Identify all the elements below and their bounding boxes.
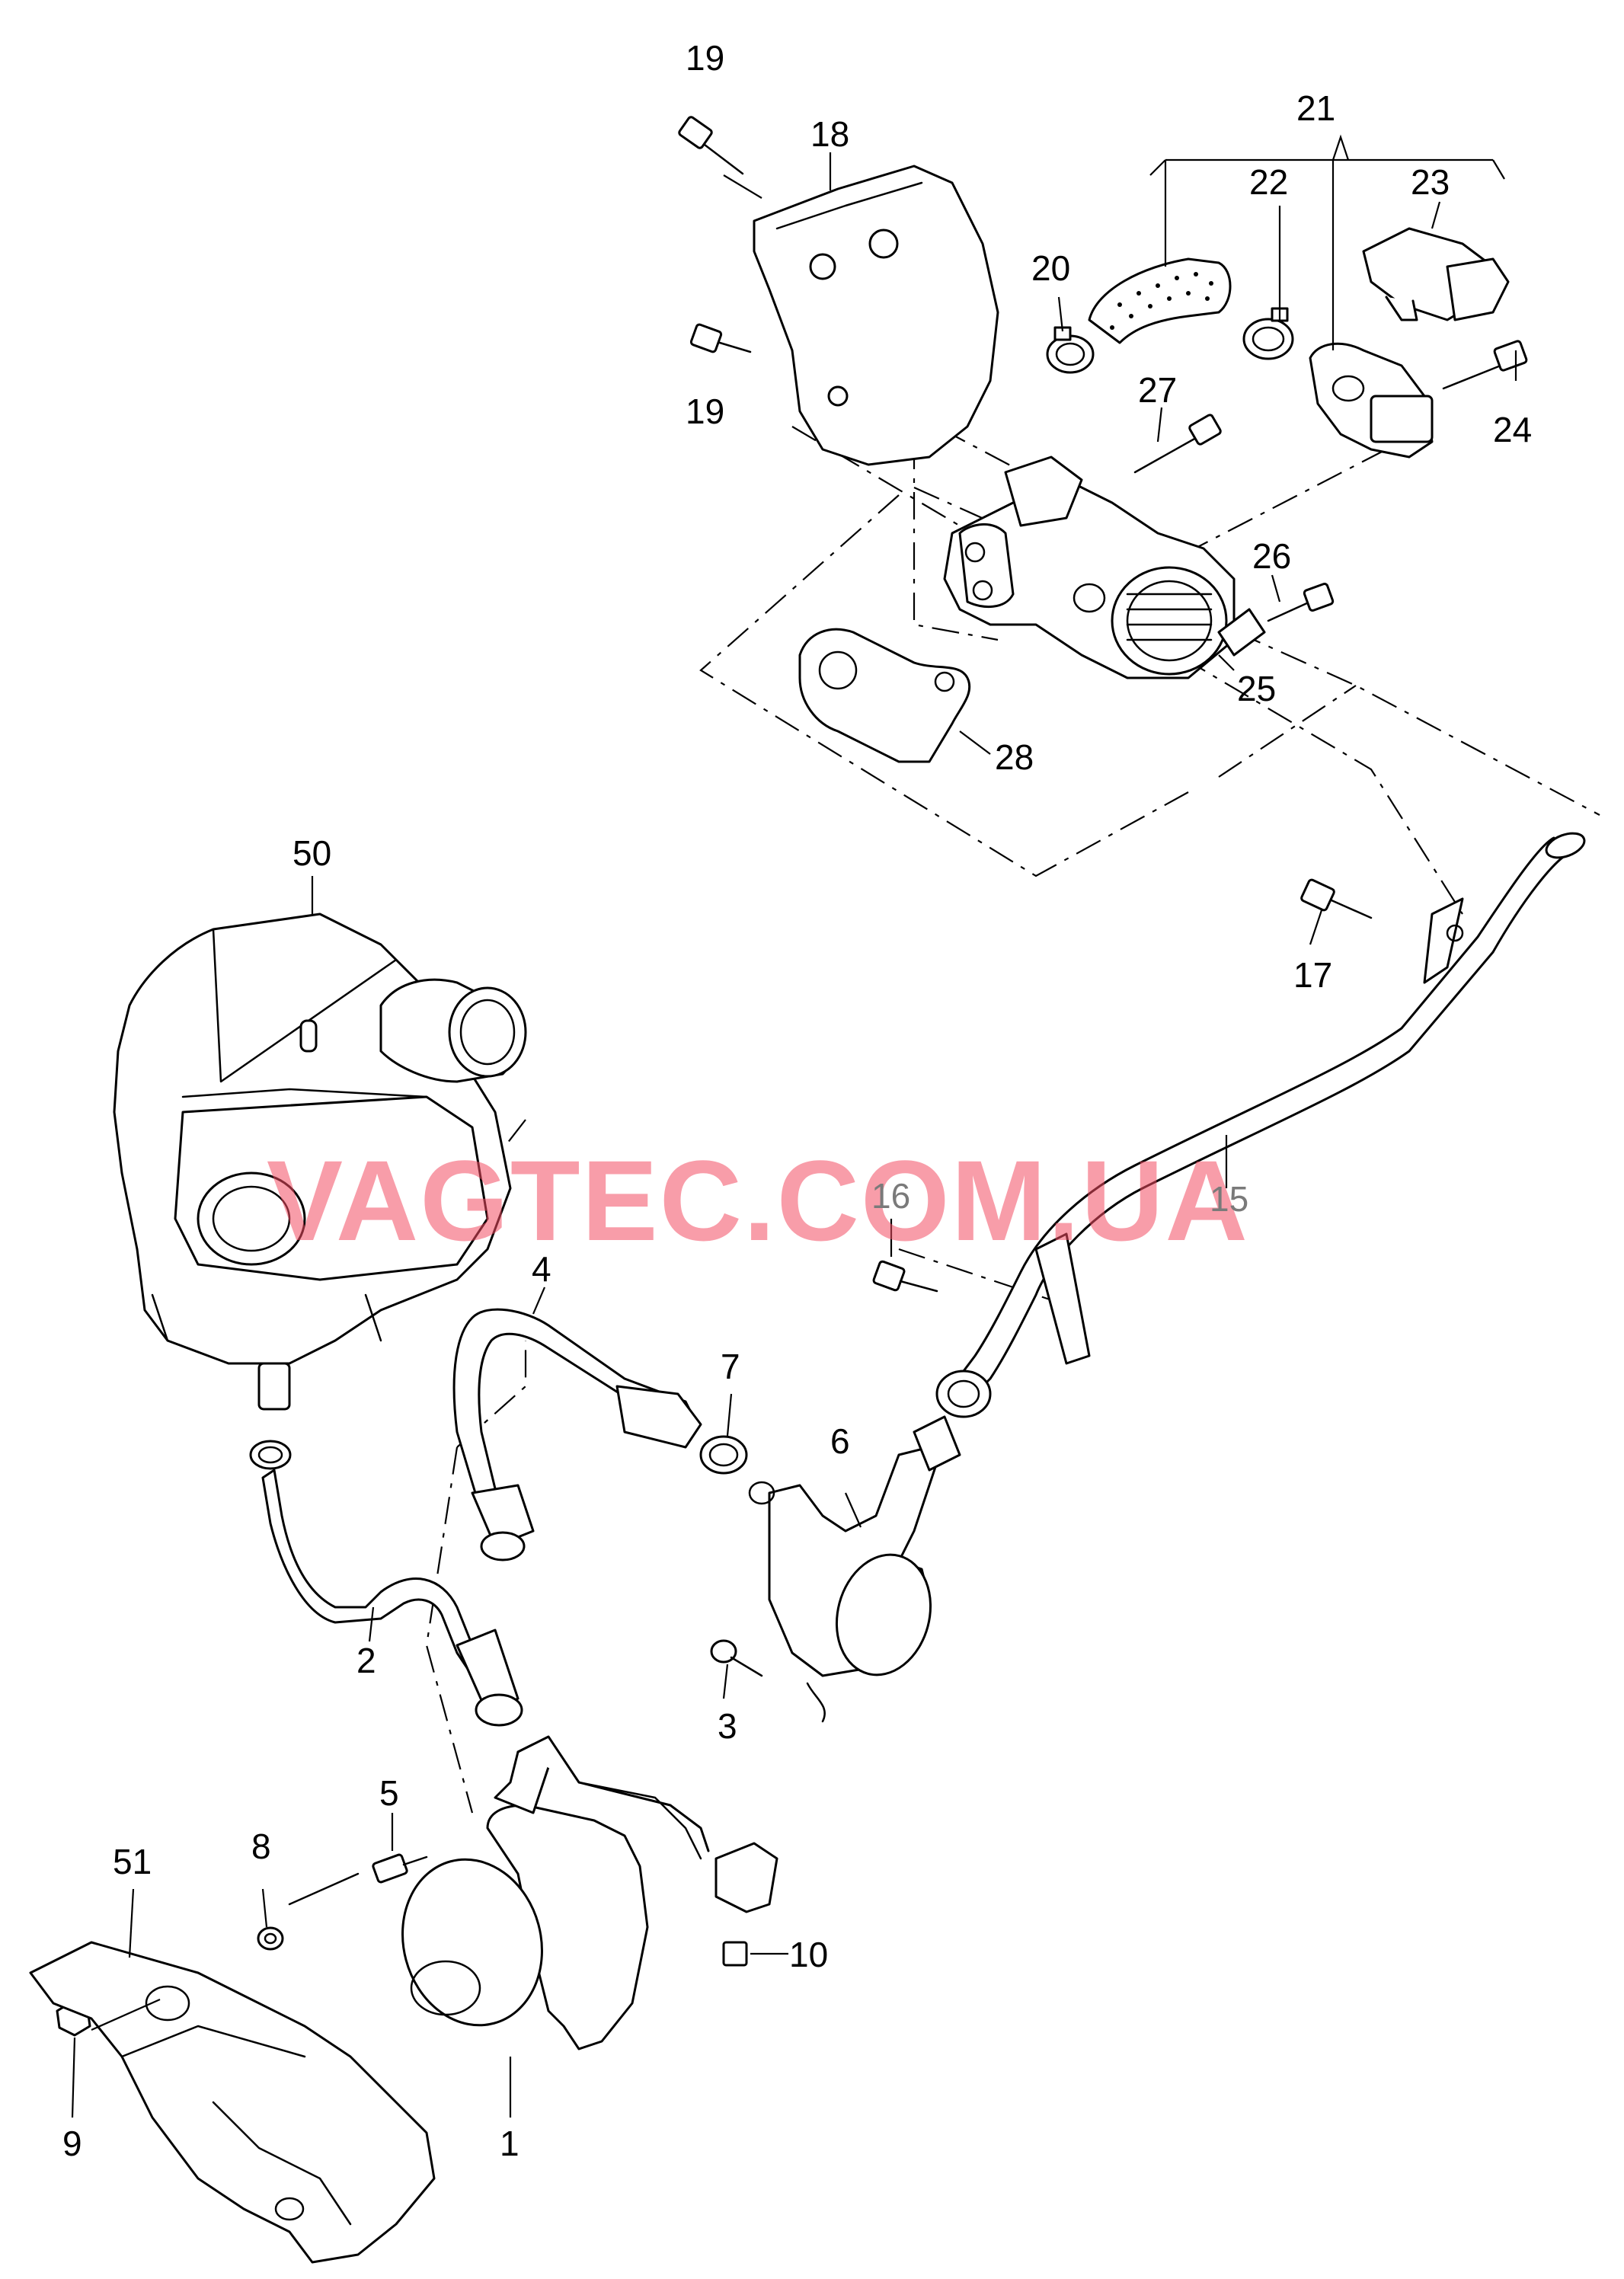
callout-25: 25 — [1237, 669, 1276, 708]
bolt-24[interactable] — [1442, 340, 1528, 390]
hose-clamp-22[interactable] — [1242, 307, 1294, 360]
callout-51: 51 — [113, 1842, 152, 1881]
callout-2: 2 — [356, 1641, 376, 1680]
hose-perforation — [1110, 272, 1213, 330]
callout-6: 6 — [830, 1421, 850, 1461]
bolt-16[interactable] — [872, 1260, 938, 1293]
flange-with-gasket-21[interactable] — [1309, 342, 1434, 459]
callout-27: 27 — [1138, 370, 1177, 410]
callout-5: 5 — [379, 1773, 399, 1813]
washer-8[interactable] — [257, 1926, 284, 1951]
callout-1: 1 — [500, 2124, 519, 2163]
hose-21[interactable] — [1088, 257, 1232, 344]
callout-24: 24 — [1493, 410, 1532, 449]
callout-26: 26 — [1252, 536, 1291, 576]
heat-shield-bracket[interactable] — [753, 165, 999, 466]
callout-16: 16 — [871, 1176, 910, 1216]
callout-23: 23 — [1411, 162, 1450, 202]
callout-4: 4 — [532, 1249, 551, 1289]
callout-20: 20 — [1031, 248, 1070, 288]
hose-clamp-7[interactable] — [699, 1435, 748, 1475]
callout-10: 10 — [789, 1935, 828, 1974]
watermark: VAGTEC.COM.UA — [267, 1136, 1249, 1264]
callout-7: 7 — [721, 1347, 740, 1386]
bolt-3[interactable] — [710, 1639, 763, 1677]
connecting-pipe-15[interactable] — [935, 829, 1587, 1418]
callout-8: 8 — [251, 1827, 271, 1866]
screw-5[interactable] — [288, 1853, 428, 1906]
gasket-28[interactable] — [798, 628, 971, 763]
bolt-26[interactable] — [1267, 582, 1335, 622]
pressure-sensor-23[interactable] — [1362, 227, 1510, 321]
callout-15: 15 — [1210, 1179, 1248, 1219]
secondary-air-pump-1[interactable] — [385, 1735, 710, 2050]
callout-19-upper: 19 — [686, 38, 724, 78]
bracket-51[interactable] — [29, 1941, 436, 2264]
bolt-19-upper[interactable] — [678, 116, 744, 175]
callout-9: 9 — [62, 2124, 82, 2163]
combination-valve-25[interactable] — [943, 455, 1266, 679]
air-filter-housing-50[interactable] — [113, 913, 527, 1411]
bolt-19-lower[interactable] — [689, 323, 752, 353]
electrical-connector-10[interactable] — [714, 1842, 778, 1967]
callout-19-lower: 19 — [686, 392, 724, 431]
callout-22: 22 — [1249, 162, 1288, 202]
leader-lines — [71, 134, 1517, 2118]
bolt-27[interactable] — [1133, 414, 1222, 474]
hose-2[interactable] — [249, 1440, 523, 1727]
callout-labels: 19 18 19 21 22 23 20 27 24 26 25 28 17 5… — [62, 38, 1532, 2163]
callout-21: 21 — [1296, 88, 1335, 128]
hose-4[interactable] — [452, 1308, 702, 1561]
callout-28: 28 — [995, 737, 1034, 777]
callout-3: 3 — [718, 1706, 737, 1746]
oil-separator-6[interactable] — [748, 1415, 961, 1723]
callout-50: 50 — [293, 833, 331, 873]
bolt-17[interactable] — [1300, 878, 1373, 919]
hose-clamp-20[interactable] — [1046, 326, 1095, 374]
callout-17: 17 — [1293, 955, 1332, 995]
callout-18: 18 — [810, 114, 849, 154]
